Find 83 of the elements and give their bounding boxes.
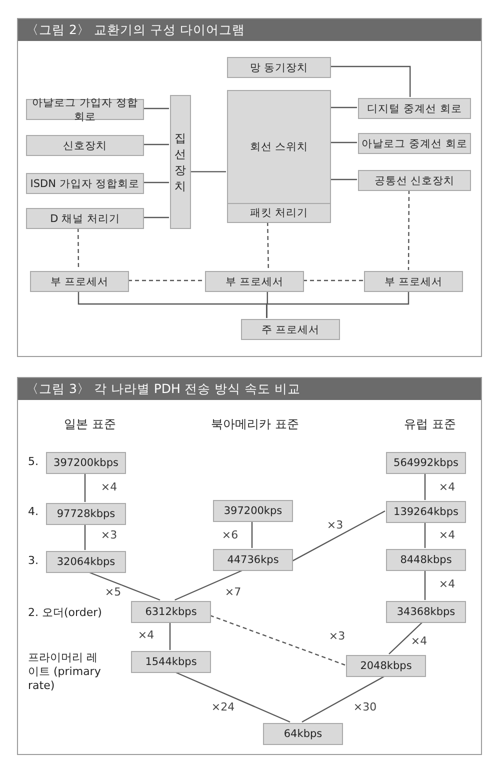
level-label: 2. 오더(order) [28, 605, 102, 620]
component-box: D 채널 처리기 [26, 208, 144, 229]
component-box: 6312kbps [131, 601, 211, 623]
figure-heading: 〈그림 3〉 각 나라별 PDH 전송 방식 속도 비교 [18, 378, 481, 400]
component-box: 139264kbps [386, 501, 466, 523]
connector-line [388, 622, 424, 654]
connector-line [267, 222, 269, 270]
connector-line [78, 228, 80, 270]
level-label: 5. [28, 455, 38, 468]
level-label: 프라이머리 레이트 (primary rate) [28, 651, 102, 693]
connector-line [292, 510, 386, 562]
component-box: 64kbps [263, 723, 343, 745]
component-box: 신호장치 [26, 135, 144, 156]
component-box: 부 프로세서 [364, 271, 463, 292]
edge-label: ×4 [410, 634, 428, 648]
level-label: 4. [28, 505, 38, 518]
connector-line [330, 106, 357, 108]
edge-label: ×30 [352, 700, 378, 714]
component-box: 44736kps [213, 549, 293, 571]
connector-line [210, 614, 346, 666]
component-box: 32064kbps [46, 551, 126, 573]
edge-label: ×4 [438, 578, 456, 590]
edge-label: ×4 [100, 480, 118, 494]
component-box: 564992kbps [386, 452, 466, 474]
edge-label: ×4 [438, 528, 456, 542]
component-box: 패킷 처리기 [227, 203, 331, 223]
component-box: 아날로그 중계선 회로 [358, 133, 471, 154]
edge-label: ×4 [136, 628, 156, 642]
component-box: 34368kbps [386, 601, 466, 623]
connector-line [302, 675, 386, 723]
connector-line [143, 182, 169, 184]
edge-label: ×3 [100, 528, 118, 542]
connector-line [190, 171, 226, 172]
component-box: 공통선 신호장치 [358, 170, 471, 191]
connector-line [84, 524, 86, 550]
edge-label: ×7 [224, 586, 242, 598]
connector-line [174, 569, 244, 601]
column-heading: 유럽 표준 [404, 416, 456, 433]
component-box: 아날로그 가입자 정합회로 [26, 99, 144, 120]
figure-heading: 〈그림 2〉 교환기의 구성 다이어그램 [18, 19, 481, 41]
edge-label: ×3 [326, 518, 344, 532]
connector-line [128, 280, 204, 282]
switch-box: 회선 스위치 [227, 90, 331, 204]
connector-line [251, 521, 253, 548]
connector-line [174, 671, 290, 723]
component-box: 2048kbps [346, 655, 426, 677]
component-box: 디지털 중계선 회로 [358, 98, 471, 119]
connector-line [330, 66, 411, 97]
connector-line [330, 178, 357, 180]
component-box: 망 동기장치 [227, 57, 331, 78]
component-box: 397200kps [213, 500, 293, 522]
level-label: 3. [28, 554, 38, 567]
connector-line [143, 144, 169, 146]
component-box: 1544kbps [131, 651, 211, 673]
connector-line [84, 473, 86, 502]
connector-line [330, 142, 357, 144]
component-box: ISDN 가입자 정합회로 [26, 173, 144, 194]
connector-line [424, 522, 426, 548]
component-box: 97728kbps [46, 503, 126, 525]
figure-panel [17, 18, 482, 357]
connector-line [424, 473, 426, 500]
component-box: 부 프로세서 [205, 271, 304, 292]
connector-line [266, 291, 410, 318]
figure-panel [17, 377, 482, 755]
concentrator-box: 집선장치 [170, 95, 191, 229]
connector-line [424, 570, 426, 600]
edge-label: ×6 [220, 528, 240, 542]
component-box: 부 프로세서 [30, 271, 129, 292]
edge-label: ×4 [438, 480, 456, 494]
connector-line [408, 190, 410, 270]
connector-line [88, 571, 160, 601]
connector-line [169, 622, 171, 650]
component-box: 8448kbps [386, 549, 466, 571]
connector-line [303, 280, 363, 282]
component-box: 주 프로세서 [241, 319, 340, 340]
component-box: 397200kbps [46, 452, 126, 474]
column-heading: 일본 표준 [64, 416, 116, 433]
edge-label: ×24 [210, 700, 236, 714]
connector-line [143, 108, 169, 110]
edge-label: ×5 [104, 586, 122, 598]
edge-label: ×3 [328, 630, 346, 642]
column-heading: 북아메리카 표준 [211, 416, 299, 433]
connector-line [143, 216, 169, 218]
